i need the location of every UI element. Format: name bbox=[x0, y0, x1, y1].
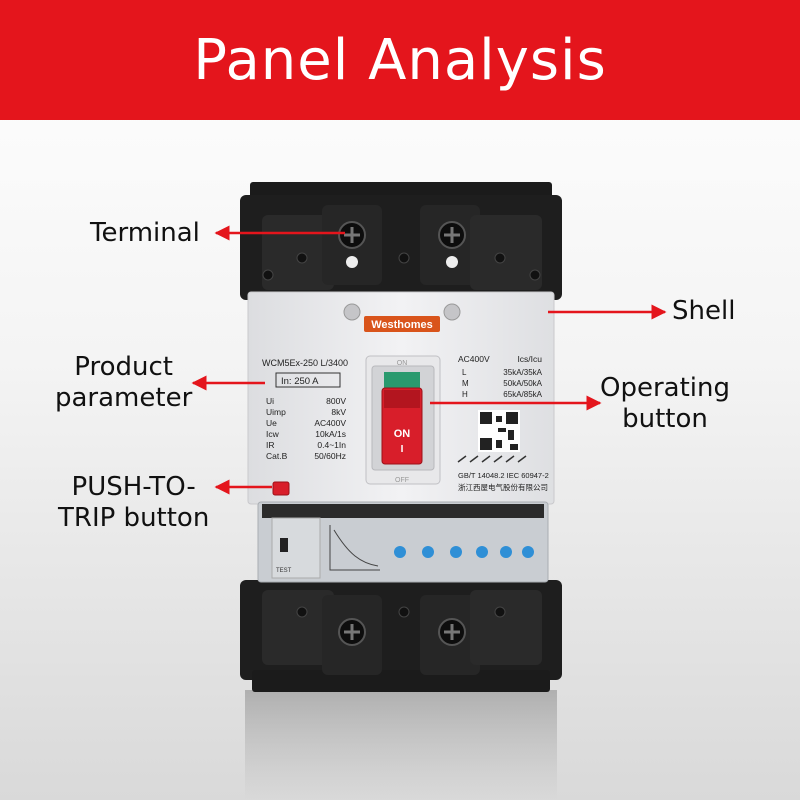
company-label: 浙江西屋电气股份有限公司 bbox=[458, 482, 548, 492]
param-row-label: Ui bbox=[266, 396, 274, 406]
breaking-row-value: 65kA/85kA bbox=[503, 390, 542, 399]
trip-unit-panel: TEST bbox=[257, 501, 549, 583]
operating-button-callout: Operating button bbox=[600, 373, 730, 435]
breaking-header-right: Ics/Icu bbox=[517, 354, 542, 364]
param-row-value: 8kV bbox=[331, 407, 346, 417]
bottom-terminal-block bbox=[240, 580, 562, 692]
param-row-value: AC400V bbox=[314, 418, 346, 428]
product-parameter-label: WCM5Ex-250 L/3400 In: 250 A Ui 800V Uimp 8k… bbox=[262, 358, 348, 461]
param-row-label: Cat.B bbox=[266, 451, 288, 461]
terminal-callout: Terminal bbox=[90, 218, 200, 249]
breaking-row-label: M bbox=[462, 379, 469, 388]
operating-button-callout-line2: button bbox=[622, 404, 708, 434]
qr-code bbox=[478, 410, 520, 452]
breaking-header-left: AC400V bbox=[458, 354, 490, 364]
handle-mark-text: I bbox=[401, 444, 404, 455]
param-row-value: 0.4~1In bbox=[317, 440, 346, 450]
product-parameter-callout: Product parameter bbox=[55, 352, 192, 414]
off-position-label: OFF bbox=[395, 477, 409, 484]
push-to-trip-callout-line2: TRIP button bbox=[58, 503, 210, 533]
breaking-capacity-label: AC400V Ics/Icu L 35kA/35kA M 50kA/50kA H 65kA… bbox=[457, 354, 549, 492]
param-row-label: Uimp bbox=[266, 407, 286, 417]
param-row-value: 800V bbox=[326, 396, 346, 406]
terminal-callout-text: Terminal bbox=[90, 218, 200, 248]
param-row-label: Ue bbox=[266, 418, 277, 428]
title-banner: Panel Analysis bbox=[0, 0, 800, 120]
shell-screw-left bbox=[343, 303, 361, 321]
floor-reflection bbox=[245, 690, 557, 800]
callout-arrows bbox=[191, 225, 667, 495]
push-to-trip-callout: PUSH-TO- TRIP button bbox=[58, 472, 209, 534]
breaking-row-value: 35kA/35kA bbox=[503, 368, 542, 377]
shell-screw-right bbox=[443, 303, 461, 321]
param-row-label: Icw bbox=[266, 429, 280, 439]
breaking-capacity-table: L 35kA/35kA M 50kA/50kA H 65kA/85kA bbox=[462, 368, 543, 399]
brand-label: Westhomes bbox=[371, 319, 433, 331]
page-title: Panel Analysis bbox=[193, 27, 607, 93]
shell-callout-text: Shell bbox=[672, 296, 736, 326]
test-label: TEST bbox=[276, 568, 292, 574]
breaking-row-label: H bbox=[462, 390, 468, 399]
push-to-trip-button[interactable] bbox=[272, 481, 290, 496]
trip-setting-dials[interactable] bbox=[394, 546, 534, 558]
push-to-trip-callout-line1: PUSH-TO- bbox=[71, 472, 196, 502]
product-parameter-callout-line2: parameter bbox=[55, 383, 193, 413]
breaking-row-label: L bbox=[462, 368, 467, 377]
model-label: WCM5Ex-250 L/3400 bbox=[262, 358, 348, 368]
param-row-value: 50/60Hz bbox=[314, 451, 346, 461]
handle-on-text: ON bbox=[394, 428, 411, 440]
param-row-label: IR bbox=[266, 440, 275, 450]
operating-button-callout-line1: Operating bbox=[600, 373, 730, 403]
brand-badge bbox=[364, 316, 440, 332]
rating-label: In: 250 A bbox=[281, 376, 319, 387]
breaking-row-value: 50kA/50kA bbox=[503, 379, 542, 388]
param-row-value: 10kA/1s bbox=[315, 429, 346, 439]
product-parameter-callout-line1: Product bbox=[74, 352, 173, 382]
operating-handle-assembly: ON OFF ON I bbox=[365, 355, 441, 485]
on-position-label: ON bbox=[397, 360, 408, 367]
top-terminal-block bbox=[240, 182, 562, 300]
shell-callout: Shell bbox=[672, 296, 735, 327]
standards-label: GB/T 14048.2 IEC 60947-2 bbox=[458, 471, 549, 480]
